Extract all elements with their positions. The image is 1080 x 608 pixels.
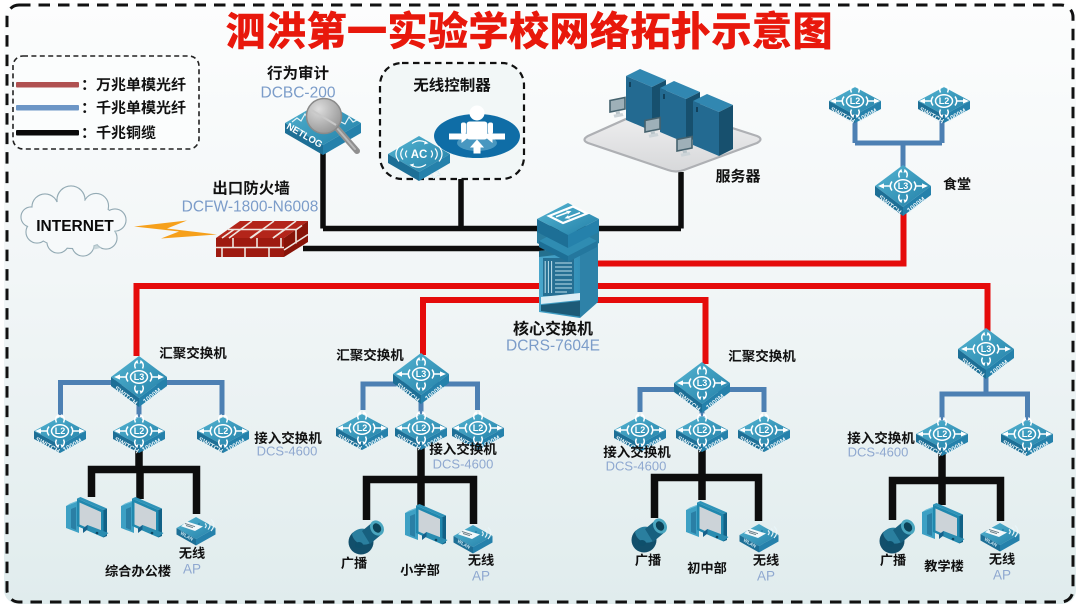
svg-text:L3: L3 <box>430 168 443 181</box>
svg-text:DCRS-7604E: DCRS-7604E <box>506 338 600 355</box>
svg-text:AC: AC <box>411 149 428 161</box>
svg-text:INTERNET: INTERNET <box>36 218 114 235</box>
svg-text:DCBC-200: DCBC-200 <box>261 85 336 102</box>
svg-text:AP: AP <box>183 562 201 577</box>
svg-text:AP: AP <box>472 569 490 584</box>
svg-text:DCS-4600: DCS-4600 <box>848 445 909 460</box>
svg-text:AP: AP <box>757 569 775 584</box>
svg-text:DCFW-1800-N6008: DCFW-1800-N6008 <box>182 199 319 216</box>
svg-text:AP: AP <box>993 568 1011 583</box>
svg-text:DCS-4600: DCS-4600 <box>257 444 318 459</box>
svg-text:DCS-4600: DCS-4600 <box>606 459 667 474</box>
svg-text:DCS-4600: DCS-4600 <box>433 457 494 472</box>
